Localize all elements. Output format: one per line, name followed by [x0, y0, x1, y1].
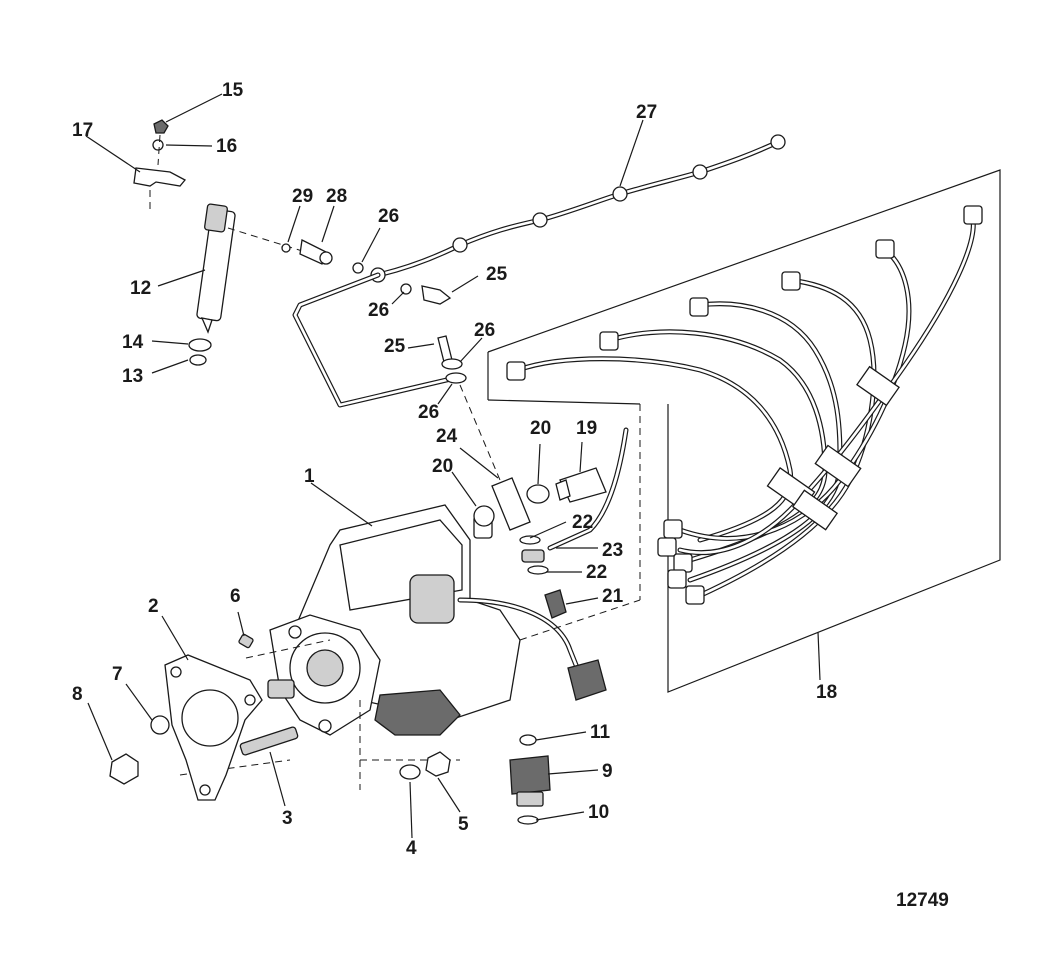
callout-1: 1 — [304, 466, 315, 487]
callout-29: 29 — [292, 186, 313, 207]
callout-11: 11 — [590, 722, 611, 743]
callout-17: 17 — [72, 120, 93, 141]
callout-8: 8 — [72, 684, 83, 705]
callout-20b: 20 — [432, 456, 453, 477]
callout-20a: 20 — [530, 418, 551, 439]
injection-line-frame — [487, 169, 1001, 693]
callout-16: 16 — [216, 136, 237, 157]
figure-number: 12749 — [896, 890, 949, 911]
return-fittings — [227, 227, 501, 481]
callout-25b: 25 — [384, 336, 406, 357]
callout-22b: 22 — [586, 562, 607, 583]
flange-gasket — [109, 633, 299, 801]
callout-19: 19 — [576, 418, 597, 439]
callout-12: 12 — [130, 278, 151, 299]
callout-10: 10 — [588, 802, 609, 823]
callout-6: 6 — [230, 586, 241, 607]
leader-lines — [85, 93, 821, 839]
callout-2: 2 — [148, 596, 159, 617]
callout-3: 3 — [282, 808, 293, 829]
callout-18: 18 — [816, 682, 837, 703]
callout-5: 5 — [458, 814, 469, 835]
callout-labels: 1 2 3 4 5 6 7 8 9 10 11 12 13 14 15 16 1… — [72, 80, 949, 911]
solenoid-sensor — [509, 734, 551, 825]
callout-26d: 26 — [418, 402, 439, 423]
leak-off-line — [292, 134, 786, 408]
injection-pump-body — [267, 504, 607, 736]
callout-13: 13 — [122, 366, 143, 387]
washer-and-nut — [399, 751, 451, 780]
callout-15: 15 — [222, 80, 244, 101]
callout-21: 21 — [602, 586, 624, 607]
callout-27: 27 — [636, 102, 657, 123]
injector-assembly — [133, 119, 236, 366]
callout-26b: 26 — [368, 300, 389, 321]
callout-26a: 26 — [378, 206, 399, 227]
callout-22a: 22 — [572, 512, 593, 533]
callout-24: 24 — [436, 426, 458, 447]
callout-7: 7 — [112, 664, 123, 685]
callout-9: 9 — [602, 761, 613, 782]
callout-23: 23 — [602, 540, 623, 561]
callout-25a: 25 — [486, 264, 508, 285]
injection-lines-bundle — [506, 205, 983, 605]
callout-4: 4 — [406, 838, 417, 859]
callout-28: 28 — [326, 186, 347, 207]
callout-14: 14 — [122, 332, 144, 353]
callout-26c: 26 — [474, 320, 495, 341]
inlet-fittings — [473, 427, 629, 619]
